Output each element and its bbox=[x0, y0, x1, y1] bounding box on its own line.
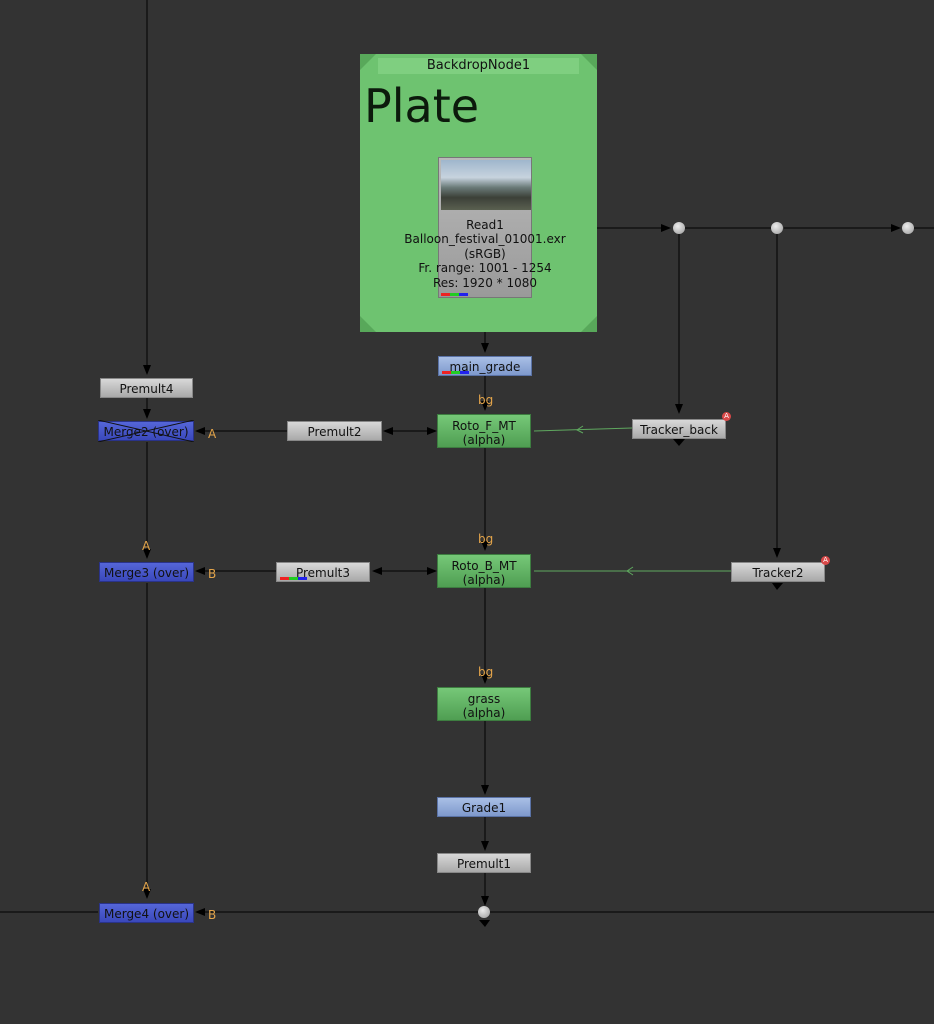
dot-node[interactable] bbox=[902, 222, 914, 234]
premult2-node[interactable]: Premult2 bbox=[287, 421, 382, 441]
blue-channel-indicator bbox=[459, 293, 468, 296]
input-label-b: B bbox=[208, 567, 217, 581]
tracker2-node[interactable]: Tracker2 bbox=[731, 562, 825, 582]
premult4-node[interactable]: Premult4 bbox=[100, 378, 193, 398]
input-label-a: A bbox=[208, 427, 217, 441]
input-label-bg: bg bbox=[478, 393, 494, 407]
backdrop-title: Plate bbox=[364, 79, 480, 133]
read-node-resolution: Res: 1920 * 1080 bbox=[433, 275, 537, 290]
read-node-colorspace: (sRGB) bbox=[464, 246, 506, 261]
dot-node[interactable] bbox=[673, 222, 685, 234]
tracker-back-node[interactable]: Tracker_back bbox=[632, 419, 726, 439]
input-label-bg: bg bbox=[478, 665, 494, 679]
grass-name: grass bbox=[467, 692, 501, 706]
roto-b-node[interactable]: Roto_B_MT (alpha) bbox=[437, 554, 531, 588]
read-node[interactable] bbox=[438, 157, 532, 298]
grass-sub: (alpha) bbox=[462, 706, 506, 720]
input-label-b: B bbox=[208, 908, 217, 922]
roto-f-name: Roto_F_MT bbox=[452, 419, 516, 433]
roto-b-name: Roto_B_MT bbox=[451, 559, 517, 573]
grass-node[interactable]: grass (alpha) bbox=[437, 687, 531, 721]
input-label-a: A bbox=[142, 539, 151, 553]
animated-badge-icon: A bbox=[722, 412, 731, 421]
input-label-a: A bbox=[142, 880, 151, 894]
read-node-file: Balloon_festival_01001.exr bbox=[404, 232, 566, 247]
animated-badge-icon: A bbox=[821, 556, 830, 565]
roto-f-sub: (alpha) bbox=[462, 433, 506, 447]
green-channel-indicator bbox=[451, 371, 460, 374]
backdrop-resize-handle[interactable] bbox=[360, 316, 376, 332]
disabled-cross-icon bbox=[98, 420, 194, 442]
read-node-info: Read1 Balloon_festival_01001.exr (sRGB) … bbox=[404, 218, 566, 290]
merge3-node[interactable]: Merge3 (over) bbox=[99, 562, 194, 582]
premult3-node[interactable]: Premult3 bbox=[276, 562, 370, 582]
red-channel-indicator bbox=[441, 293, 450, 296]
green-channel-indicator bbox=[450, 293, 459, 296]
backdrop-resize-handle[interactable] bbox=[581, 54, 597, 70]
backdrop-resize-handle[interactable] bbox=[360, 54, 376, 70]
backdrop-label: BackdropNode1 bbox=[378, 58, 579, 74]
roto-b-sub: (alpha) bbox=[462, 573, 506, 587]
grade1-node[interactable]: Grade1 bbox=[437, 797, 531, 817]
dot-node[interactable] bbox=[771, 222, 783, 234]
roto-f-node[interactable]: Roto_F_MT (alpha) bbox=[437, 414, 531, 448]
read-node-name: Read1 bbox=[466, 218, 504, 232]
red-channel-indicator bbox=[280, 577, 289, 580]
premult1-node[interactable]: Premult1 bbox=[437, 853, 531, 873]
premult3-label: Premult3 bbox=[295, 566, 351, 580]
blue-channel-indicator bbox=[298, 577, 307, 580]
blue-channel-indicator bbox=[460, 371, 469, 374]
input-label-bg: bg bbox=[478, 532, 494, 546]
read-thumbnail bbox=[441, 160, 531, 210]
dot-node[interactable] bbox=[478, 906, 490, 918]
red-channel-indicator bbox=[442, 371, 451, 374]
main-grade-node[interactable]: main_grade bbox=[438, 356, 532, 376]
backdrop-resize-handle[interactable] bbox=[581, 316, 597, 332]
merge4-node[interactable]: Merge4 (over) bbox=[99, 903, 194, 923]
green-channel-indicator bbox=[289, 577, 298, 580]
main-grade-label: main_grade bbox=[449, 360, 521, 374]
read-node-frame-range: Fr. range: 1001 - 1254 bbox=[418, 261, 552, 276]
